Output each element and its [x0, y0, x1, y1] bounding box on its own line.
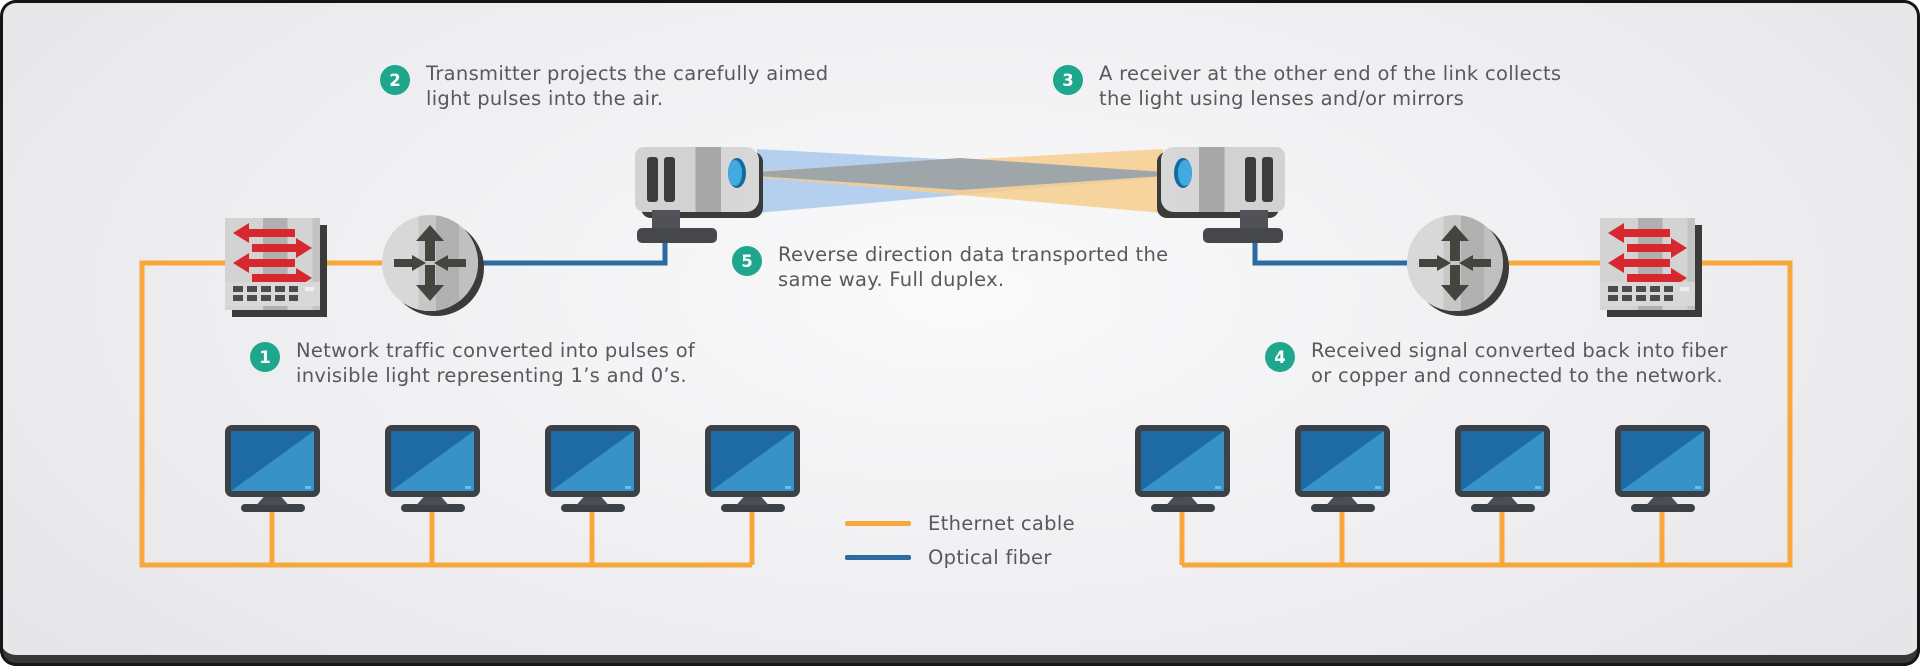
- computer-screen: [1135, 425, 1230, 497]
- return-beam-icon: [757, 149, 1163, 213]
- step-1-annotation: 1 Network traffic converted into pulses …: [250, 338, 695, 388]
- computer-screen: [1615, 425, 1710, 497]
- switch-arrows-icon: [1608, 223, 1687, 282]
- computer-icon: [1295, 425, 1390, 512]
- optical-transmitter-icon: [622, 140, 772, 260]
- legend-label: Optical fiber: [928, 546, 1052, 569]
- computer-icon: [385, 425, 480, 512]
- legend: Ethernet cable Optical fiber: [845, 512, 1075, 569]
- beam-overlap-icon: [757, 158, 1163, 190]
- computer-screen: [545, 425, 640, 497]
- step-3-annotation: 3 A receiver at the other end of the lin…: [1053, 61, 1561, 111]
- computer-screen: [705, 425, 800, 497]
- network-switch-right-icon: [1600, 218, 1695, 310]
- fiber-swatch-icon: [845, 555, 911, 560]
- router-arrows-icon: [1419, 225, 1491, 301]
- step-5-badge: 5: [732, 246, 762, 276]
- step-3-text: A receiver at the other end of the link …: [1099, 62, 1562, 110]
- computer-screen: [1455, 425, 1550, 497]
- network-switch-left-icon: [225, 218, 320, 310]
- switch-arrows-icon: [233, 223, 312, 282]
- step-4-text: Received signal converted back into fibe…: [1311, 339, 1728, 387]
- switch-ports: [225, 282, 320, 306]
- computer-icon: [705, 425, 800, 512]
- computer-icon: [1135, 425, 1230, 512]
- optical-receiver-icon: [1148, 140, 1298, 260]
- step-1-text: Network traffic converted into pulses of…: [296, 339, 696, 387]
- step-3-badge: 3: [1053, 65, 1083, 95]
- computer-screen: [1295, 425, 1390, 497]
- computer-screen: [385, 425, 480, 497]
- computer-icon: [545, 425, 640, 512]
- computer-screen: [225, 425, 320, 497]
- computer-icon: [1615, 425, 1710, 512]
- step-2-text: Transmitter projects the carefully aimed…: [426, 62, 829, 110]
- computer-icon: [1455, 425, 1550, 512]
- step-4-badge: 4: [1265, 342, 1295, 372]
- router-arrows-icon: [394, 225, 466, 301]
- switch-ports: [1600, 282, 1695, 306]
- step-1-badge: 1: [250, 342, 280, 372]
- step-5-text: Reverse direction data transported the s…: [778, 243, 1169, 291]
- ethernet-swatch-icon: [845, 521, 911, 526]
- step-2-badge: 2: [380, 65, 410, 95]
- router-left-icon: [382, 215, 478, 311]
- legend-item-fiber: Optical fiber: [845, 546, 1075, 569]
- legend-item-ethernet: Ethernet cable: [845, 512, 1075, 535]
- computer-icon: [225, 425, 320, 512]
- step-5-annotation: 5 Reverse direction data transported the…: [732, 242, 1168, 292]
- router-right-icon: [1407, 215, 1503, 311]
- step-2-annotation: 2 Transmitter projects the carefully aim…: [380, 61, 828, 111]
- transmit-beam-icon: [757, 149, 1163, 213]
- legend-label: Ethernet cable: [928, 512, 1075, 535]
- step-4-annotation: 4 Received signal converted back into fi…: [1265, 338, 1728, 388]
